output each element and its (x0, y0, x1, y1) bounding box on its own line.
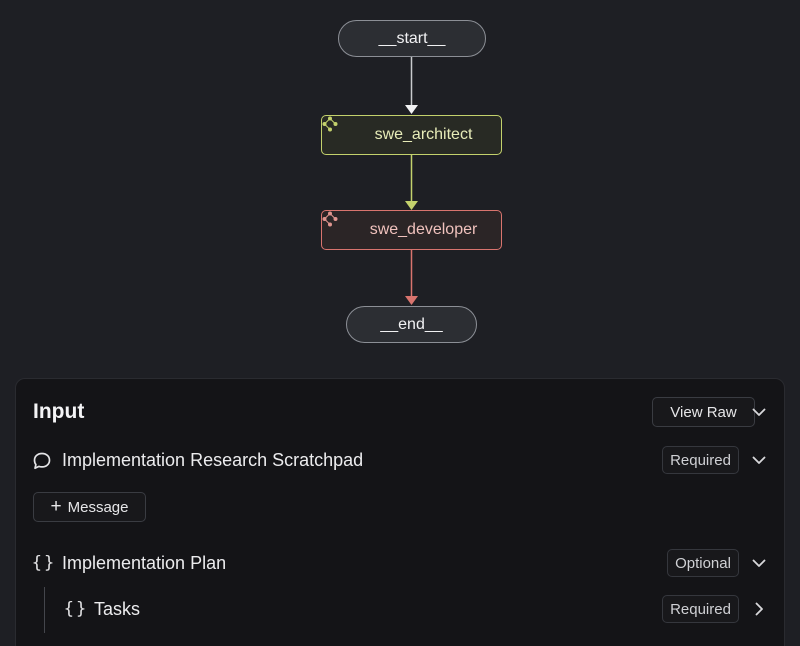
node-swe-architect-label: swe_architect (374, 126, 473, 143)
chevron-down-icon[interactable] (749, 450, 769, 470)
input-panel: Input View Raw Implementation Research S… (15, 378, 785, 646)
node-swe-developer-label: swe_developer (369, 221, 478, 238)
node-swe-developer[interactable]: swe_developer (321, 210, 502, 250)
add-message-button[interactable]: + Message (33, 492, 146, 522)
node-end-label: __end__ (380, 315, 443, 333)
optional-badge: Optional (667, 549, 739, 577)
input-panel-title: Input (33, 400, 85, 423)
chevron-down-icon[interactable] (749, 402, 769, 422)
add-message-label: Message (67, 498, 129, 516)
view-raw-button[interactable]: View Raw (652, 397, 755, 427)
field-label-implementation-plan: Implementation Plan (62, 553, 227, 573)
node-swe-architect[interactable]: swe_architect (321, 115, 502, 155)
arrowhead-architect-developer (405, 201, 418, 210)
chevron-right-icon[interactable] (749, 599, 769, 619)
required-badge: Required (662, 595, 739, 623)
node-start-label: __start__ (378, 29, 446, 47)
graph-node-icon (322, 211, 362, 238)
required-badge: Required (662, 446, 739, 474)
graph-node-icon (322, 116, 367, 143)
braces-icon: {} (63, 599, 89, 619)
field-label-tasks: Tasks (94, 599, 141, 619)
plus-icon: + (50, 495, 62, 517)
node-end[interactable]: __end__ (346, 306, 477, 343)
chat-bubble-icon (31, 450, 53, 472)
node-start[interactable]: __start__ (338, 20, 486, 57)
field-label-scratchpad: Implementation Research Scratchpad (62, 450, 364, 470)
tree-indent-line (44, 587, 45, 633)
arrowhead-start-architect (405, 105, 418, 114)
arrowhead-developer-end (405, 296, 418, 305)
graph-edges (405, 57, 418, 305)
graph-canvas: __start__ swe_architect (321, 20, 502, 343)
braces-icon: {} (31, 553, 57, 573)
chevron-down-icon[interactable] (749, 553, 769, 573)
